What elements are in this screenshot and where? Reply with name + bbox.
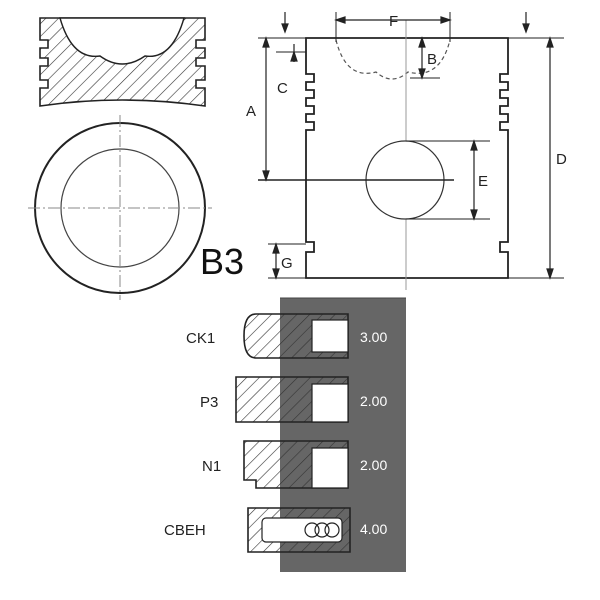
combustion-bowl (59, 17, 185, 65)
ring-n1-value: 2.00 (360, 457, 387, 473)
dim-e-arrow-bottom (470, 209, 478, 221)
dim-g-arrow-top (272, 242, 280, 254)
dim-g-arrow-bottom (272, 268, 280, 280)
ring-table: CK1 3.00 P3 2.00 N1 2.00 CBEH 4.00 (164, 297, 406, 572)
dim-label-b: B (427, 51, 437, 68)
dim-label-f: F (389, 13, 398, 30)
ring-p3-name: P3 (200, 394, 218, 411)
dim-d-arrow-top (546, 36, 554, 48)
ring-p3-value: 2.00 (360, 393, 387, 409)
ring-cbeh-name: CBEH (164, 522, 206, 539)
ring-p3-face (311, 383, 349, 423)
ring-cbeh-value: 4.00 (360, 521, 387, 537)
ring-ck1-face (311, 319, 349, 353)
ring-cbeh-expander-2 (314, 522, 330, 538)
model-code-label: B3 (200, 241, 244, 282)
dim-f-arrow-right (440, 16, 452, 24)
ring-n1-name: N1 (202, 458, 221, 475)
ring-ck1-value: 3.00 (360, 329, 387, 345)
dim-label-c: C (277, 80, 288, 97)
dim-e-arrow-top (470, 139, 478, 151)
ring-ck1-name: CK1 (186, 330, 215, 347)
side-view-bowl-hidden (335, 39, 451, 80)
ring-ck1: CK1 3.00 (186, 313, 387, 359)
dim-c-arrow (290, 50, 298, 62)
pointer-right-arrow (522, 23, 530, 34)
dim-b-arrow-top (418, 36, 426, 48)
dim-b-arrow-bottom (418, 68, 426, 80)
dim-label-g: G (281, 255, 293, 272)
ring-n1-face (311, 447, 349, 489)
dim-label-d: D (556, 151, 567, 168)
dim-label-a: A (246, 103, 256, 120)
ring-cbeh: CBEH 4.00 (164, 507, 387, 553)
pointer-left-arrow (281, 23, 289, 34)
dim-f-arrow-left (334, 16, 346, 24)
ring-p3: P3 2.00 (200, 376, 387, 423)
piston-side-view: A C F B D E G (246, 12, 567, 290)
piston-section-view (39, 17, 206, 107)
dim-d-arrow-bottom (546, 268, 554, 280)
ring-cbeh-expander-1 (304, 522, 320, 538)
dim-a-arrow-top (262, 36, 270, 48)
piston-top-view (28, 115, 212, 300)
ring-cbeh-expander-3 (324, 522, 340, 538)
ring-cbeh-channel (261, 517, 343, 543)
ring-n1: N1 2.00 (202, 440, 387, 489)
dim-label-e: E (478, 173, 488, 190)
dim-a-arrow-bottom (262, 170, 270, 182)
